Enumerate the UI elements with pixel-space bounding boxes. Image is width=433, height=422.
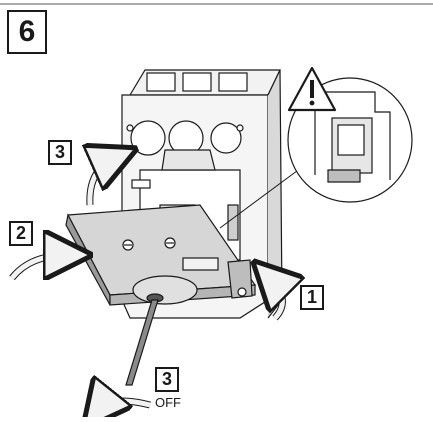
rotate-arrow-icon bbox=[90, 158, 115, 206]
handle-shaft bbox=[125, 275, 198, 386]
step-number-badge: 6 bbox=[7, 10, 47, 54]
callout-release: 1 bbox=[300, 285, 324, 310]
turn-off-arrow-icon bbox=[98, 401, 151, 410]
warning-triangle-icon bbox=[287, 66, 337, 112]
callout-turn-off: 3 bbox=[155, 367, 179, 392]
off-label: OFF bbox=[155, 395, 181, 410]
slide-arrow-icon bbox=[10, 255, 68, 278]
callout-rotate-top: 3 bbox=[48, 140, 72, 165]
detail-leader-line bbox=[219, 164, 306, 229]
release-arrow-icon bbox=[270, 278, 282, 320]
callout-slide-in: 2 bbox=[9, 221, 33, 246]
